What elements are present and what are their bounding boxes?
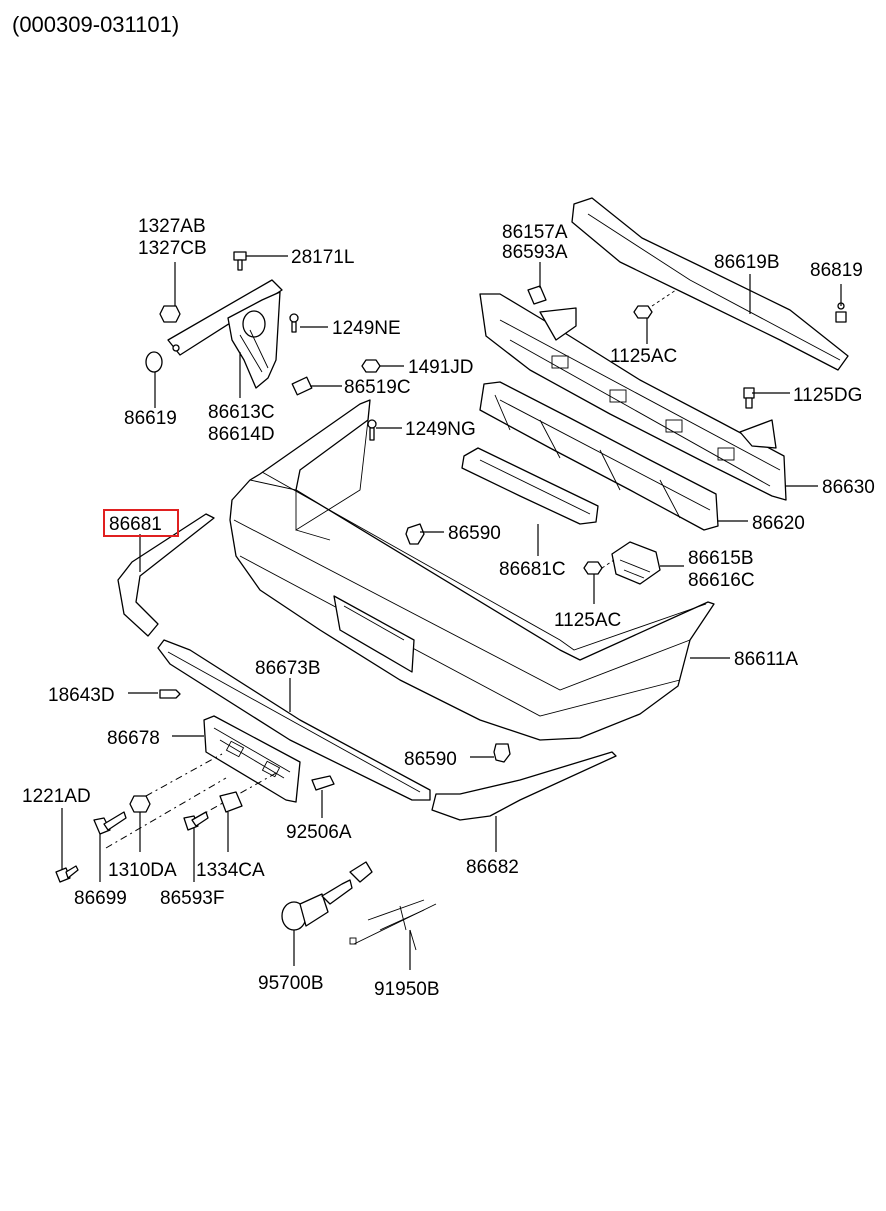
screw-1221ad — [55, 865, 79, 883]
clip-86157a — [527, 285, 547, 305]
bumper-cover-86611a — [229, 399, 715, 741]
label-86819: 86819 — [810, 260, 863, 281]
label-1221ad: 1221AD — [22, 786, 91, 807]
label-86630: 86630 — [822, 477, 875, 498]
bolt-28171l — [233, 251, 247, 271]
bracket-86615b — [611, 541, 661, 585]
label-86590-bottom: 86590 — [404, 749, 457, 770]
label-86620: 86620 — [752, 513, 805, 534]
bolt-1125ac-mid — [583, 559, 615, 575]
nut-1310da — [129, 795, 151, 813]
bolt-1125ac-top — [633, 289, 677, 319]
clip-86590-top — [405, 523, 425, 545]
label-1249ng: 1249NG — [405, 419, 476, 440]
label-1327ab: 1327AB — [138, 216, 206, 237]
molding-86682 — [431, 751, 617, 821]
bolt-86699 — [93, 811, 127, 835]
side-bracket — [167, 279, 283, 389]
label-86619: 86619 — [124, 408, 177, 429]
label-28171l: 28171L — [291, 247, 354, 268]
nut-1491jd — [361, 359, 381, 373]
label-86681c: 86681C — [499, 559, 566, 580]
label-1125ac-mid: 1125AC — [554, 610, 621, 631]
label-86593f: 86593F — [160, 888, 224, 909]
label-86614d: 86614D — [208, 424, 275, 445]
sensor-95700b — [281, 861, 373, 931]
label-95700b: 95700B — [258, 973, 324, 994]
label-92506a: 92506A — [286, 822, 352, 843]
label-86593a: 86593A — [502, 242, 568, 263]
screw-1249ne — [289, 313, 299, 333]
label-86611a: 86611A — [734, 649, 798, 670]
pin-18643d — [159, 689, 181, 699]
label-86613c: 86613C — [208, 402, 275, 423]
label-1249ne: 1249NE — [332, 318, 401, 339]
bracket-86681c — [461, 447, 599, 525]
screw-1249ng — [367, 419, 377, 441]
nut-1327ab — [159, 305, 181, 323]
label-86673b: 86673B — [255, 658, 321, 679]
label-86682: 86682 — [466, 857, 519, 878]
upper-rail-86619b — [571, 197, 849, 371]
assembly-centerlines — [105, 753, 279, 849]
molding-86681 — [117, 513, 215, 637]
absorber-86620 — [479, 381, 719, 531]
label-1125dg: 1125DG — [793, 385, 862, 406]
label-1327cb: 1327CB — [138, 238, 207, 259]
leader-lines — [61, 255, 842, 970]
bolt-1125dg — [743, 387, 755, 409]
label-86616c: 86616C — [688, 570, 755, 591]
label-86519c: 86519C — [344, 377, 411, 398]
label-18643d: 18643D — [48, 685, 115, 706]
label-86678: 86678 — [107, 728, 160, 749]
diagram-code: (000309-031101) — [12, 12, 179, 37]
wiring-91950b — [349, 899, 437, 951]
label-1491jd: 1491JD — [408, 357, 474, 378]
label-86681: 86681 — [109, 514, 162, 535]
part-labels: 1327AB 1327CB 28171L 1249NE 1491JD 86519… — [22, 216, 875, 1000]
washer-86619 — [145, 351, 163, 373]
label-1310da: 1310DA — [108, 860, 177, 881]
label-91950b: 91950B — [374, 979, 440, 1000]
nut-1334ca — [219, 791, 243, 813]
label-86615b: 86615B — [688, 548, 754, 569]
label-86619b: 86619B — [714, 252, 780, 273]
label-1125ac-top: 1125AC — [610, 346, 677, 367]
highlight-box-86681 — [103, 509, 179, 537]
bolt-86593f — [183, 811, 209, 831]
label-86699: 86699 — [74, 888, 127, 909]
bracket-86678 — [203, 715, 301, 803]
label-1334ca: 1334CA — [196, 860, 265, 881]
label-86590-top: 86590 — [448, 523, 501, 544]
clip-86519c — [291, 376, 313, 396]
label-86157a: 86157A — [502, 222, 568, 243]
clip-86590-bottom — [493, 743, 511, 763]
clip-92506a — [311, 775, 335, 791]
